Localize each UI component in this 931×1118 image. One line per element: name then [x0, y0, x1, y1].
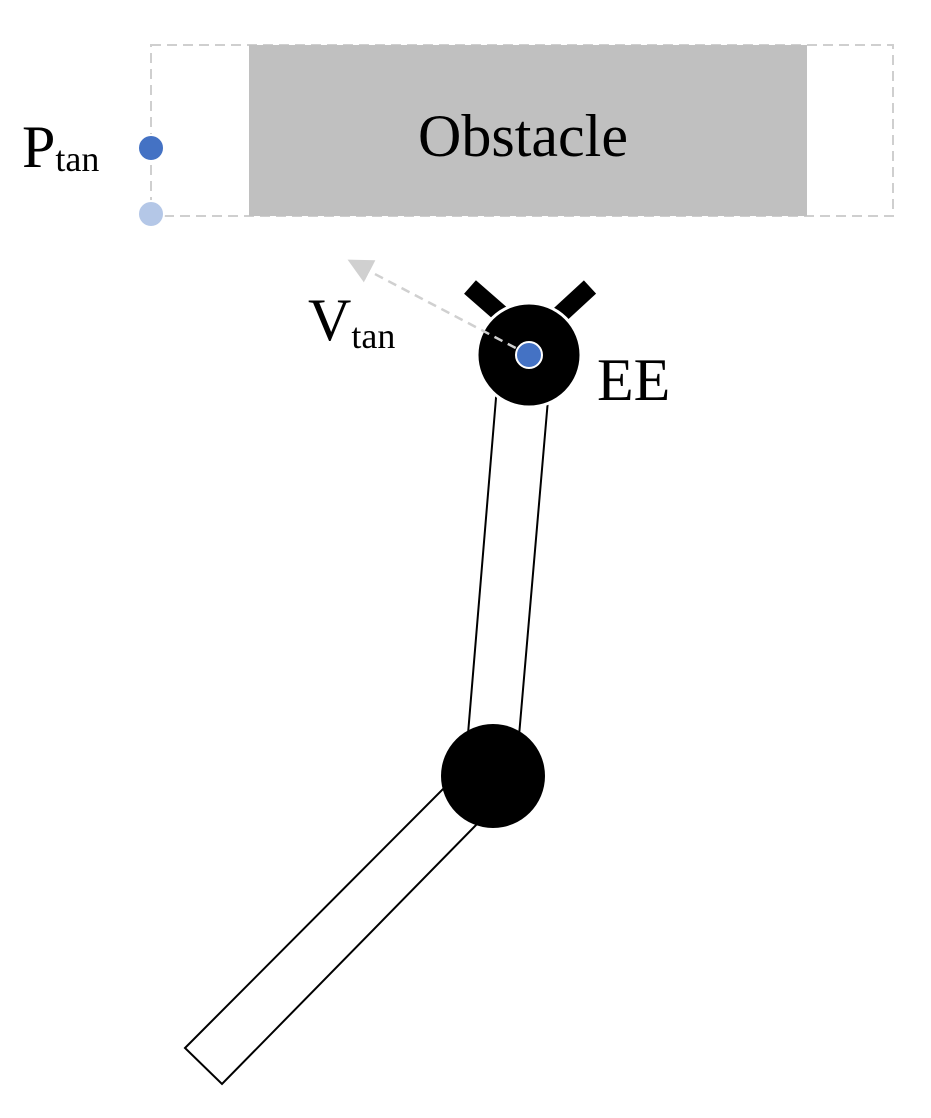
tangent-velocity-arrow: [347, 259, 530, 357]
base-link: [183, 786, 481, 1086]
p-tan-sub: tan: [55, 139, 99, 179]
p-tan-main: P: [22, 114, 55, 180]
v-tan-label: Vtan: [308, 287, 395, 356]
tangent-point-previous: [137, 200, 165, 228]
tangent-point: [137, 134, 165, 162]
obstacle: [249, 45, 807, 216]
v-tan-sub: tan: [351, 316, 395, 356]
elbow-joint: [441, 724, 545, 828]
p-tan-label: Ptan: [22, 114, 99, 180]
end-effector-point: [515, 341, 543, 369]
ee-label: EE: [597, 347, 670, 413]
upper-link: [466, 384, 551, 738]
v-tan-main: V: [308, 287, 351, 353]
obstacle-label: Obstacle: [418, 103, 628, 169]
